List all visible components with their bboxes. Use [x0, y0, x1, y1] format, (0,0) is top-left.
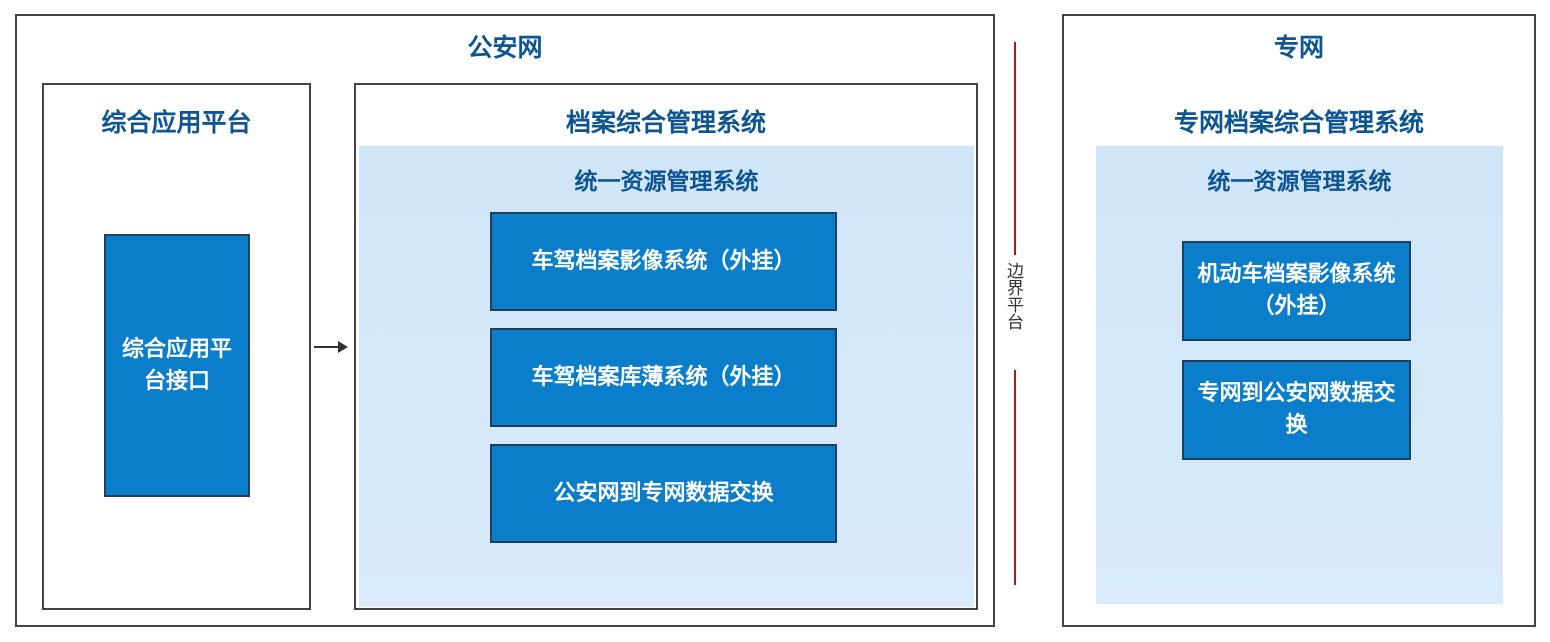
system-box: 车驾档案影像系统（外挂） — [490, 212, 837, 311]
platform-box: 综合应用平台 综合应用平台接口 — [42, 83, 311, 610]
resource-panel: 统一资源管理系统 车驾档案影像系统（外挂） 车驾档案库薄系统（外挂） 公安网到专… — [359, 146, 974, 607]
platform-interface-box: 综合应用平台接口 — [104, 234, 250, 497]
system-box: 车驾档案库薄系统（外挂） — [490, 328, 837, 427]
private-resource-panel: 统一资源管理系统 机动车档案影像系统（外挂） 专网到公安网数据交换 — [1096, 146, 1503, 604]
system-box: 机动车档案影像系统（外挂） — [1182, 241, 1411, 341]
police-net-title: 公安网 — [467, 33, 543, 62]
private-archive-title: 专网档案综合管理系统 — [1173, 108, 1424, 137]
private-net-zone: 专网 专网档案综合管理系统 统一资源管理系统 机动车档案影像系统（外挂） 专网到… — [1062, 14, 1536, 627]
archive-system-title: 档案综合管理系统 — [565, 108, 766, 137]
resource-title: 统一资源管理系统 — [574, 169, 759, 195]
arrow-icon — [314, 341, 348, 353]
boundary-label: 边界平台 — [1003, 262, 1023, 330]
system-box: 公安网到专网数据交换 — [490, 444, 837, 543]
boundary-line — [1014, 370, 1016, 585]
private-net-title: 专网 — [1273, 33, 1324, 62]
boundary-line — [1014, 42, 1016, 255]
platform-title: 综合应用平台 — [101, 108, 252, 137]
archive-system-box: 档案综合管理系统 统一资源管理系统 车驾档案影像系统（外挂） 车驾档案库薄系统（… — [354, 83, 978, 610]
system-box: 专网到公安网数据交换 — [1182, 360, 1411, 460]
private-resource-title: 统一资源管理系统 — [1207, 169, 1392, 195]
